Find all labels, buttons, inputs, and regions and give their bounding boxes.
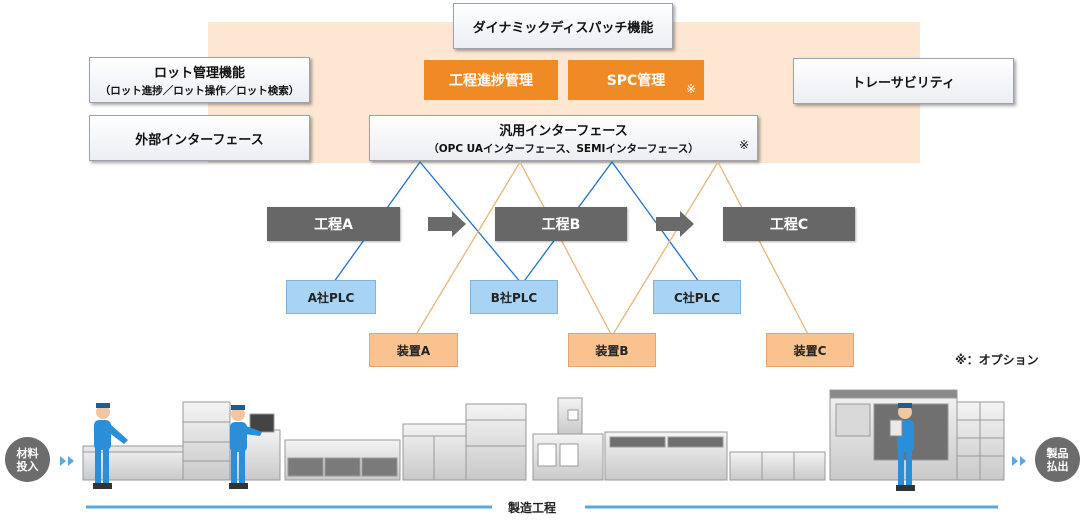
worker-right-icon <box>889 403 915 491</box>
general-interface-sub: （OPC UAインターフェース、SEMIインターフェース） <box>428 143 699 155</box>
product-output-line2: 払出 <box>1046 459 1069 473</box>
general-interface-option-mark: ※ <box>738 138 749 152</box>
process-management-label: 工程進捗管理 <box>449 73 533 89</box>
worker-left-icon <box>93 403 128 489</box>
arrow-b-to-c-icon <box>656 211 694 237</box>
process-b-box: 工程B <box>495 207 627 241</box>
arrow-a-to-b-icon <box>428 211 466 237</box>
manufacturing-line-label: 製造工程 <box>508 501 557 515</box>
plc-a-box: A社PLC <box>286 280 376 314</box>
dispatch-box: ダイナミックディスパッチ機能 <box>453 3 673 49</box>
spc-label: SPC管理 <box>606 73 666 89</box>
external-interface-label: 外部インターフェース <box>135 132 264 148</box>
material-input-circle: 材料 投入 <box>5 437 50 482</box>
plc-c-label: C社PLC <box>673 290 721 305</box>
option-note: ※：オプション <box>955 353 1039 367</box>
device-a-box: 装置A <box>369 333 458 367</box>
material-input-line1: 材料 <box>16 446 39 460</box>
dispatch-label: ダイナミックディスパッチ機能 <box>472 20 654 36</box>
process-c-label: 工程C <box>769 217 809 233</box>
spc-box: SPC管理 ※ <box>568 60 704 100</box>
input-arrow-icon <box>60 456 74 466</box>
traceability-box: トレーサビリティ <box>793 58 1014 104</box>
process-management-box: 工程進捗管理 <box>424 60 558 100</box>
material-input-line2: 投入 <box>16 459 39 473</box>
general-interface-box: 汎用インターフェース （OPC UAインターフェース、SEMIインターフェース）… <box>369 115 758 161</box>
plc-b-label: B社PLC <box>490 290 538 305</box>
device-a-label: 装置A <box>396 343 431 358</box>
device-c-label: 装置C <box>793 343 827 358</box>
plc-a-label: A社PLC <box>307 290 355 305</box>
spc-option-mark: ※ <box>685 82 696 96</box>
worker-middle-icon <box>229 405 262 489</box>
general-interface-title: 汎用インターフェース <box>499 124 628 139</box>
process-a-box: 工程A <box>267 207 400 241</box>
process-c-box: 工程C <box>723 207 855 241</box>
process-a-label: 工程A <box>314 217 353 233</box>
plc-c-box: C社PLC <box>653 280 741 314</box>
machine-4 <box>829 389 1005 481</box>
plc-b-box: B社PLC <box>470 280 558 314</box>
traceability-label: トレーサビリティ <box>852 75 955 91</box>
machine-2 <box>402 403 527 481</box>
output-arrow-icon <box>1012 456 1026 466</box>
machine-1 <box>284 439 401 481</box>
device-b-label: 装置B <box>595 343 629 358</box>
cabinet-1 <box>182 401 281 481</box>
machine-3 <box>532 397 826 481</box>
process-b-label: 工程B <box>541 217 581 233</box>
device-c-box: 装置C <box>766 333 854 367</box>
external-interface-box: 外部インターフェース <box>89 115 310 161</box>
product-output-line1: 製品 <box>1046 446 1069 460</box>
lot-management-box: ロット管理機能 （ロット進捗／ロット操作／ロット検索） <box>89 57 310 103</box>
lot-management-title: ロット管理機能 <box>153 66 245 81</box>
product-output-circle: 製品 払出 <box>1035 437 1080 482</box>
device-b-box: 装置B <box>568 333 656 367</box>
lot-management-sub: （ロット進捗／ロット操作／ロット検索） <box>99 85 300 97</box>
